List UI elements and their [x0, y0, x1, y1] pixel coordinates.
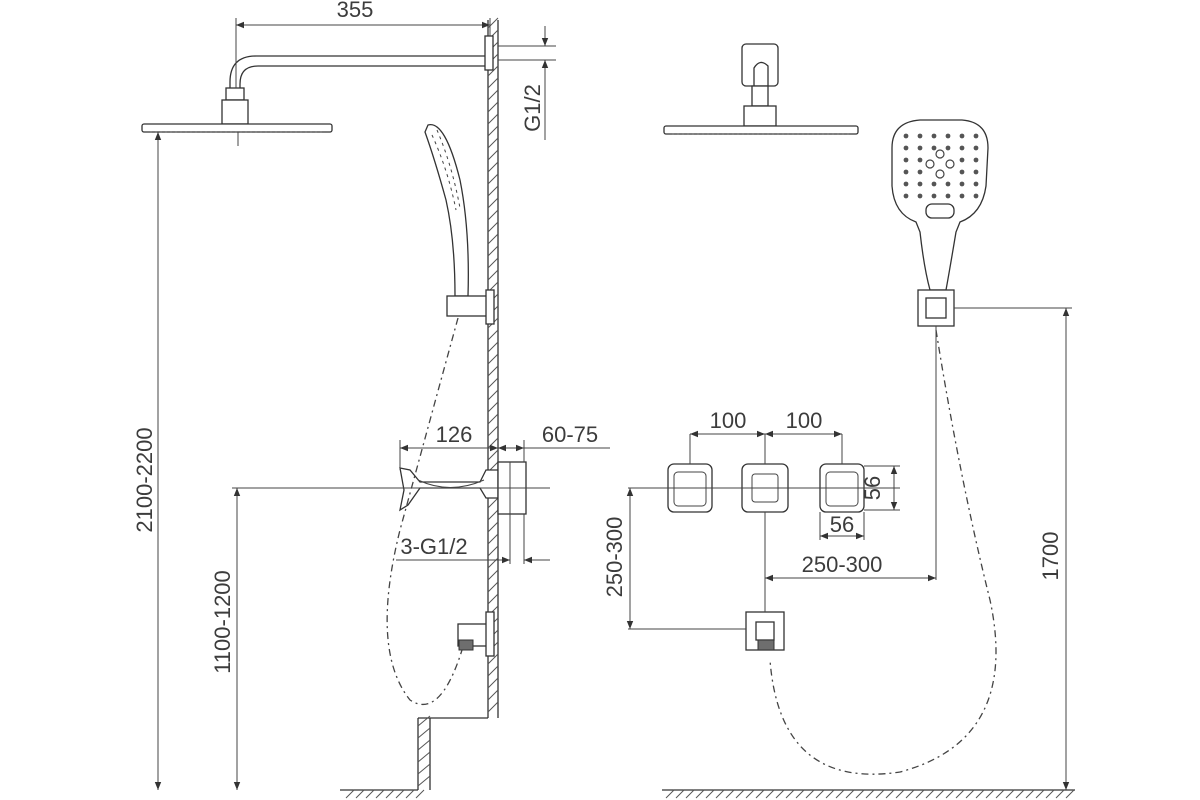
wall-outlet-side	[457, 611, 495, 657]
overhead-shower-front	[663, 43, 859, 135]
dim-arm-length: 355	[337, 0, 374, 22]
dim-outlet-offset: 250-300	[802, 552, 883, 577]
wall-outlet-front	[745, 611, 785, 651]
dimension-lines-front	[626, 308, 1070, 790]
dim-valve-height: 1100-1200	[210, 570, 235, 674]
hose-front	[769, 329, 997, 775]
dim-knob-width: 56	[830, 512, 854, 537]
dimension-lines-side	[154, 18, 610, 790]
hose-side	[386, 317, 463, 706]
dim-overhead-height: 2100-2200	[132, 427, 157, 532]
dim-spacing-left: 100	[710, 408, 747, 433]
dim-outlet-drop: 250-300	[602, 517, 627, 598]
dim-hand-shower-height: 1700	[1038, 532, 1063, 581]
overhead-shower-side	[141, 35, 494, 146]
dim-thread-top: G1/2	[520, 84, 545, 132]
center-lines-front	[628, 307, 1072, 630]
dim-spacing-right: 100	[786, 408, 823, 433]
front-view: 100 100 56 56 250-300 250-300 1700	[602, 43, 1075, 799]
dim-valve-thread: 3-G1/2	[400, 534, 467, 559]
hand-shower-side	[424, 124, 495, 325]
dim-handle-length: 126	[436, 422, 473, 447]
hand-shower-front	[891, 119, 989, 327]
dim-wall-depth: 60-75	[542, 422, 598, 447]
dim-knob-height: 56	[860, 476, 885, 500]
side-view: 355 G1/2 2100-2200 1100-1200 126 60-75 3…	[132, 0, 610, 799]
